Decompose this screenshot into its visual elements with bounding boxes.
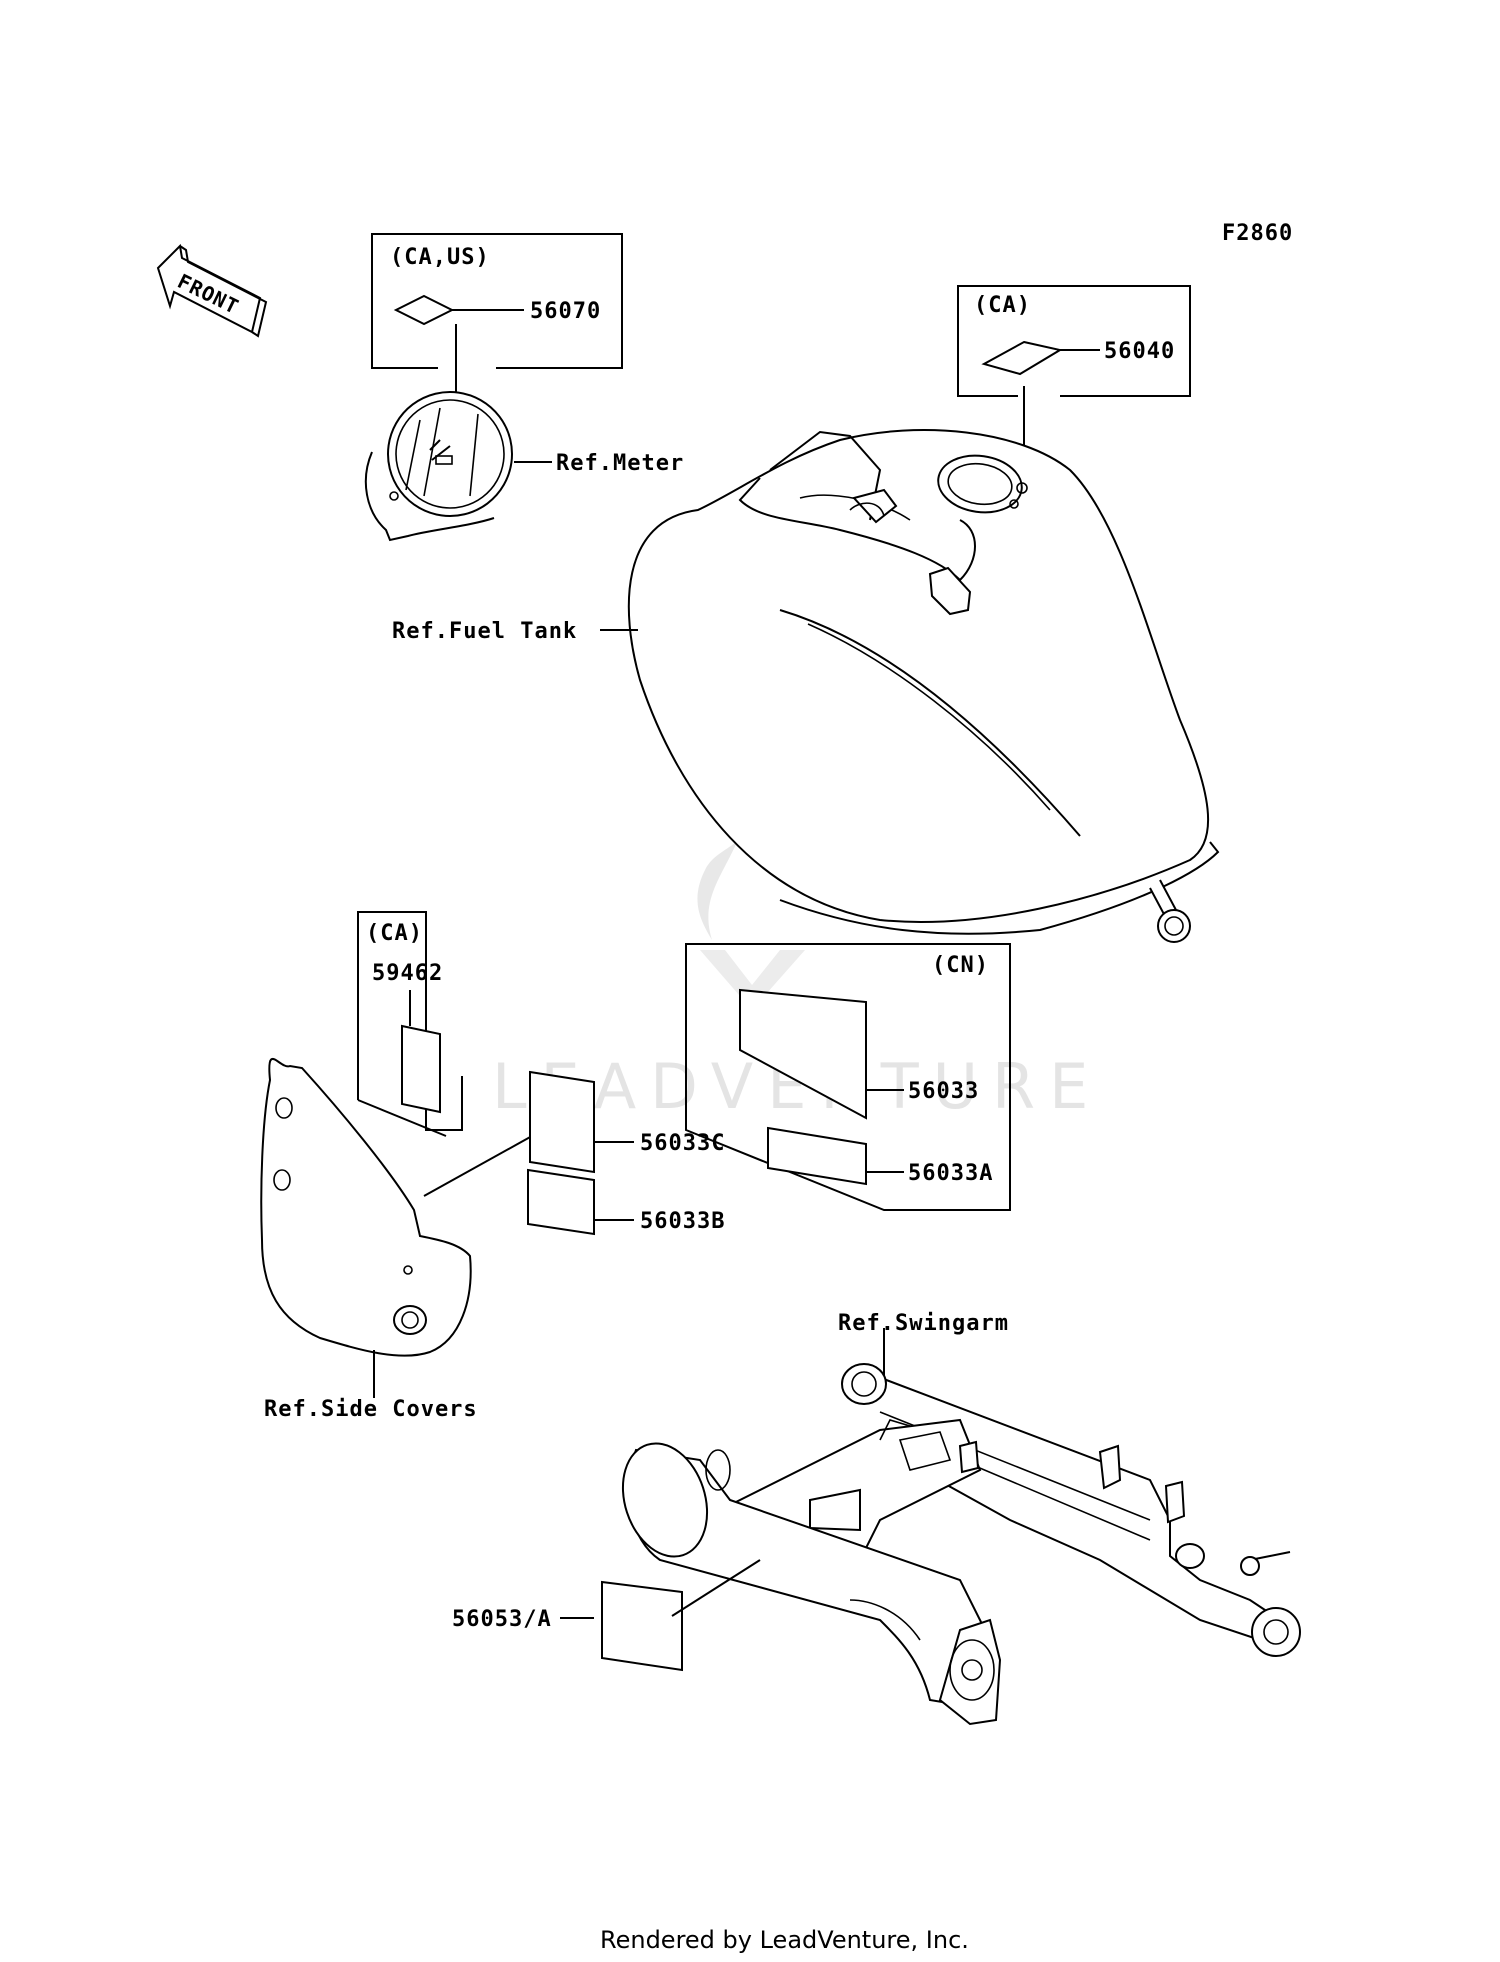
ref-fuel-tank-label: Ref.Fuel Tank: [392, 619, 577, 644]
footer-credit: Rendered by LeadVenture, Inc.: [600, 1926, 969, 1954]
tank-callout: (CA) 56040: [957, 285, 1191, 536]
label-decal-56033: [739, 988, 867, 1120]
label-decal-56033a: [767, 1126, 867, 1186]
part-56070: 56070: [530, 299, 601, 324]
meter-callout: (CA,US) 56070: [371, 233, 623, 462]
part-56040: 56040: [1104, 339, 1175, 364]
meter-drawing: Ref.Meter: [364, 391, 684, 542]
label-decal-56040: [981, 340, 1063, 376]
part-56033a: 56033A: [908, 1161, 993, 1186]
cn-region-label: (CN): [932, 953, 989, 978]
figure-code: F2860: [1222, 221, 1293, 246]
part-59462: 59462: [372, 961, 443, 986]
ref-meter-label: Ref.Meter: [556, 451, 684, 476]
front-arrow-icon: FRONT: [156, 243, 268, 338]
meter-region-label: (CA,US): [390, 245, 490, 270]
side-cover-callout: (CA) 59462: [357, 911, 463, 1137]
part-56033c: 56033C: [640, 1131, 725, 1156]
part-56033: 56033: [908, 1079, 979, 1104]
side-region-label: (CA): [366, 921, 423, 946]
label-decal-59462: [401, 1024, 441, 1114]
side-decals: 56033C 56033B: [527, 1070, 725, 1236]
ref-swingarm-label: Ref.Swingarm: [838, 1311, 1009, 1336]
tank-region-label: (CA): [974, 293, 1031, 318]
cn-callout: (CN) 56033 56033A: [685, 943, 1011, 1211]
swingarm-drawing: Ref.Swingarm 56053/A: [452, 1311, 1301, 1726]
label-decal-56033b: [527, 1168, 595, 1236]
ref-side-covers-label: Ref.Side Covers: [264, 1397, 478, 1422]
label-decal-56053: [601, 1580, 683, 1672]
label-decal-56070: [393, 294, 455, 326]
part-56033b: 56033B: [640, 1209, 725, 1234]
fuel-tank-drawing: Ref.Fuel Tank: [392, 429, 1220, 943]
swingarm-part-label: 56053/A: [452, 1607, 552, 1632]
side-cover-drawing: Ref.Side Covers: [260, 1057, 533, 1422]
label-decal-56033c: [529, 1070, 595, 1174]
